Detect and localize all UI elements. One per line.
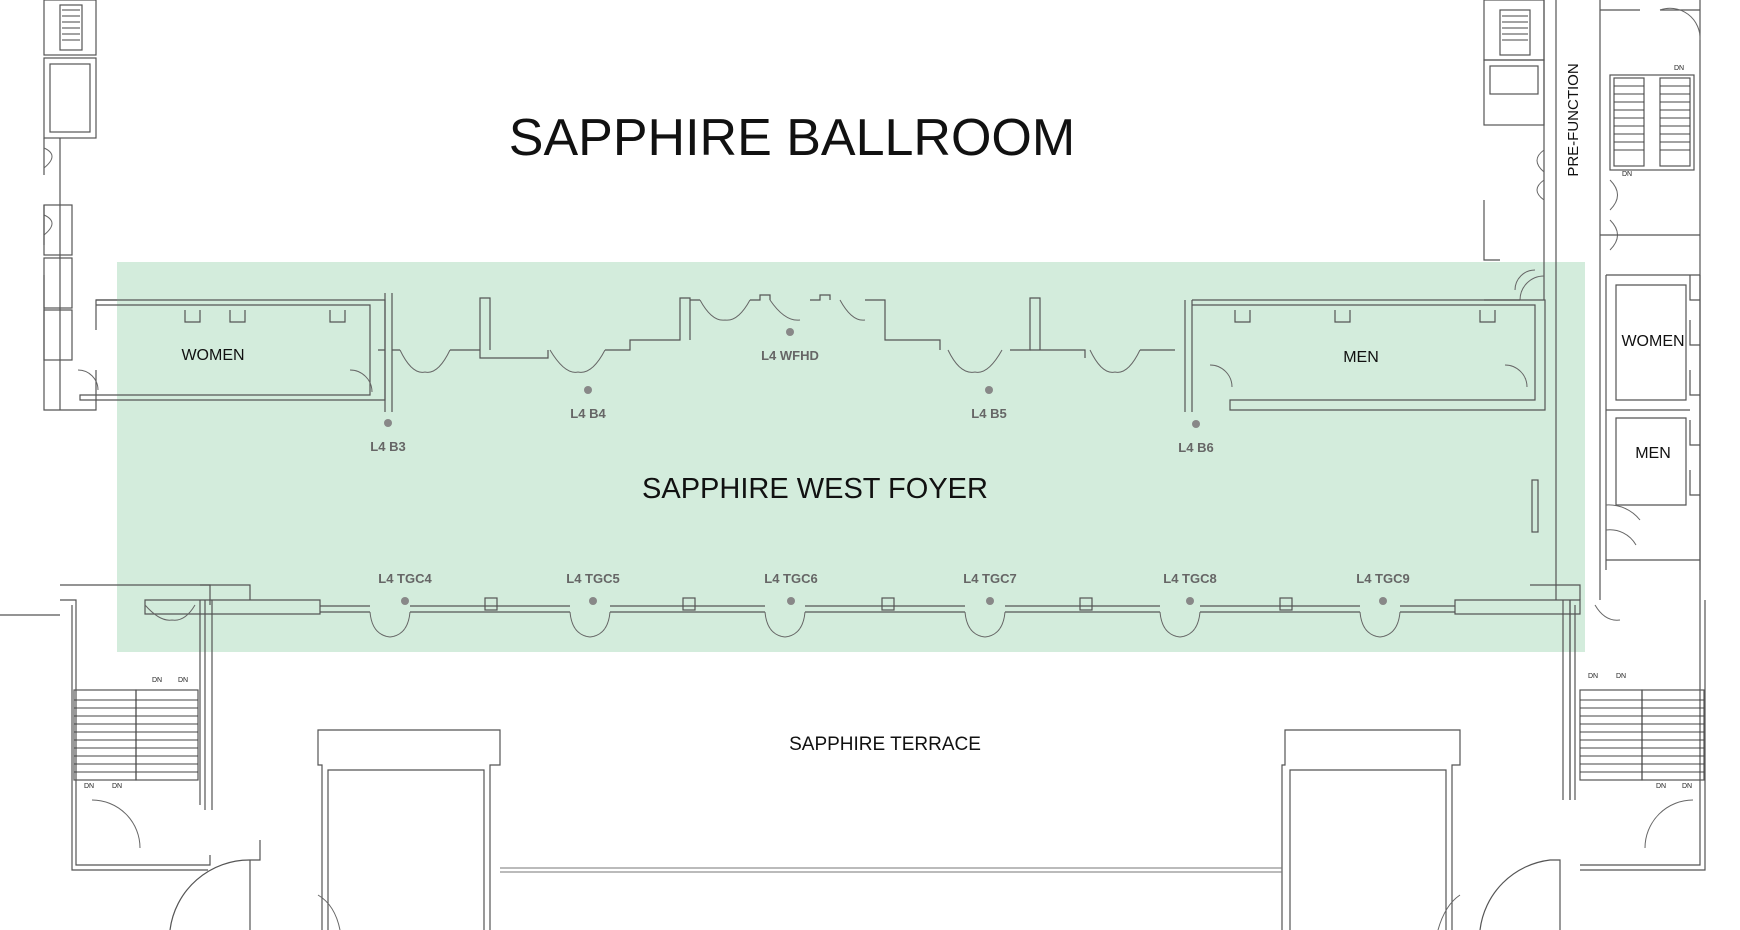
left-wall-structure	[43, 0, 117, 411]
poi-marker[interactable]	[787, 597, 795, 605]
poi-label: L4 WFHD	[761, 348, 819, 363]
right-top-stair-treads	[1614, 85, 1690, 151]
poi-marker[interactable]	[1379, 597, 1387, 605]
poi-label: L4 TGC9	[1356, 571, 1409, 586]
poi-label: L4 TGC5	[566, 571, 619, 586]
left-stair-block: DN DN DN DN	[0, 584, 261, 930]
foyer-highlight-area	[117, 262, 1585, 652]
poi-label: L4 TGC7	[963, 571, 1016, 586]
stair-dn-label: DN	[112, 783, 122, 790]
men-restroom-right-label: MEN	[1635, 445, 1671, 462]
stair-dn-label: DN	[1622, 171, 1632, 178]
stair-dn-label: DN	[1674, 65, 1684, 72]
poi-b3[interactable]: L4 B3	[370, 419, 406, 454]
terrace-structures	[317, 729, 1461, 930]
poi-marker[interactable]	[589, 597, 597, 605]
poi-marker[interactable]	[401, 597, 409, 605]
men-restroom-center-label: MEN	[1343, 349, 1379, 366]
ballroom-title: SAPPHIRE BALLROOM	[509, 109, 1075, 167]
poi-tgc5[interactable]: L4 TGC5	[566, 571, 620, 605]
foyer-title: SAPPHIRE WEST FOYER	[642, 473, 988, 505]
right-stair-treads	[1580, 699, 1704, 773]
poi-label: L4 B6	[1178, 440, 1213, 455]
poi-marker[interactable]	[1186, 597, 1194, 605]
terrace-title: SAPPHIRE TERRACE	[789, 734, 981, 755]
poi-tgc7[interactable]: L4 TGC7	[963, 571, 1017, 605]
poi-tgc9[interactable]: L4 TGC9	[1356, 571, 1410, 605]
poi-b6[interactable]: L4 B6	[1178, 420, 1214, 455]
poi-marker[interactable]	[986, 597, 994, 605]
stair-dn-label: DN	[1682, 783, 1692, 790]
women-restroom-left-label: WOMEN	[181, 347, 244, 364]
left-stair-treads	[74, 699, 198, 773]
poi-label: L4 TGC6	[764, 571, 817, 586]
foyer-bottom-wall	[144, 584, 1621, 810]
poi-marker[interactable]	[786, 328, 794, 336]
poi-marker[interactable]	[584, 386, 592, 394]
poi-label: L4 B4	[570, 406, 606, 421]
poi-marker[interactable]	[1192, 420, 1200, 428]
stair-dn-label: DN	[1616, 673, 1626, 680]
right-stair-block: DN DN DN DN	[1479, 600, 1706, 930]
right-wall-structure	[1483, 0, 1557, 600]
poi-label: L4 B3	[370, 439, 405, 454]
poi-marker[interactable]	[985, 386, 993, 394]
poi-label: L4 TGC8	[1163, 571, 1216, 586]
poi-b4[interactable]: L4 B4	[570, 386, 606, 421]
poi-tgc8[interactable]: L4 TGC8	[1163, 571, 1217, 605]
stair-dn-label: DN	[178, 677, 188, 684]
stair-dn-label: DN	[152, 677, 162, 684]
poi-tgc4[interactable]: L4 TGC4	[378, 571, 432, 605]
stair-dn-label: DN	[1656, 783, 1666, 790]
foyer-walls	[79, 269, 1546, 533]
right-core-structure: DN DN	[1599, 0, 1701, 600]
poi-b5[interactable]: L4 B5	[971, 386, 1007, 421]
stair-dn-label: DN	[1588, 673, 1598, 680]
poi-tgc6[interactable]: L4 TGC6	[764, 571, 818, 605]
prefunction-label: PRE-FUNCTION	[1565, 63, 1582, 176]
poi-wfhd[interactable]: L4 WFHD	[761, 328, 819, 363]
poi-marker[interactable]	[384, 419, 392, 427]
women-restroom-right-label: WOMEN	[1621, 333, 1684, 350]
stair-dn-label: DN	[84, 783, 94, 790]
poi-label: L4 TGC4	[378, 571, 432, 586]
poi-label: L4 B5	[971, 406, 1006, 421]
